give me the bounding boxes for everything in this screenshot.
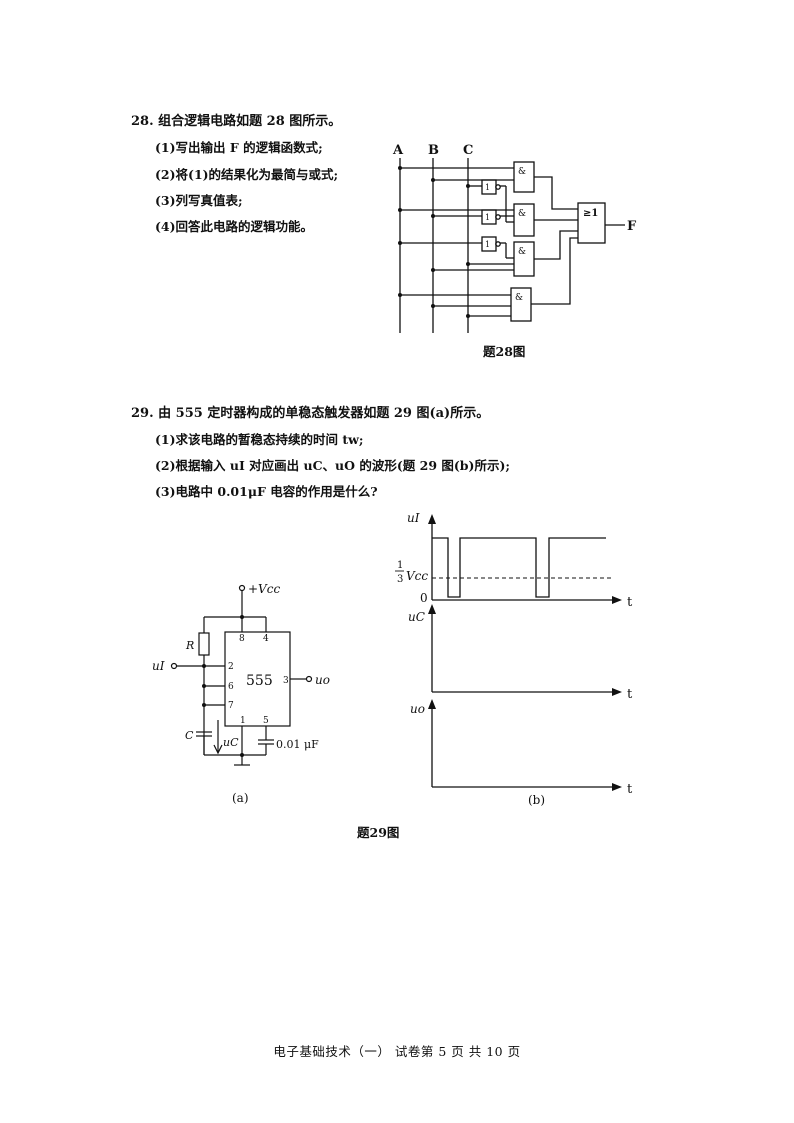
time-label-3: t bbox=[627, 782, 633, 797]
q29-item-2: (2)根据输入 uI 对应画出 uC、uO 的波形(题 29 图(b)所示); bbox=[155, 458, 510, 473]
input-label-a: A bbox=[392, 143, 404, 158]
uo-axis-label: uo bbox=[410, 702, 425, 716]
pin-1: 1 bbox=[240, 716, 246, 726]
pin-7: 7 bbox=[228, 701, 234, 711]
q28-item-3: (3)列写真值表; bbox=[155, 193, 243, 208]
not-gate-3-symbol: 1 bbox=[485, 240, 490, 249]
pin-5: 5 bbox=[263, 716, 269, 726]
q28-item-4: (4)回答此电路的逻辑功能。 bbox=[155, 219, 314, 234]
q29-item-1: (1)求该电路的暂稳态持续的时间 tw; bbox=[155, 432, 364, 447]
not-gate-2-symbol: 1 bbox=[485, 213, 490, 222]
q29-title: 29. 由 555 定时器构成的单稳态触发器如题 29 图(a)所示。 bbox=[131, 406, 490, 421]
pin-3: 3 bbox=[283, 676, 289, 686]
threshold-vcc-label: Vcc bbox=[406, 569, 428, 583]
input-terminal-label: uI bbox=[152, 659, 165, 673]
ui-axis-label: uI bbox=[407, 511, 420, 525]
pin-4: 4 bbox=[263, 634, 269, 644]
small-cap-label: 0.01 μF bbox=[276, 738, 319, 751]
or-gate-symbol: ≥1 bbox=[583, 208, 598, 219]
and-gate-3-symbol: & bbox=[518, 247, 526, 257]
output-terminal-label: uo bbox=[315, 673, 330, 687]
time-label-1: t bbox=[627, 595, 633, 610]
input-label-c: C bbox=[463, 143, 473, 158]
and-gate-2-symbol: & bbox=[518, 209, 526, 219]
pin-6: 6 bbox=[228, 682, 234, 692]
threshold-denominator: 3 bbox=[397, 574, 403, 585]
q29-caption: 题29图 bbox=[357, 825, 400, 840]
cap-voltage-label: uC bbox=[223, 736, 239, 749]
input-label-b: B bbox=[428, 143, 439, 158]
chip-label: 555 bbox=[246, 673, 273, 689]
time-label-2: t bbox=[627, 687, 633, 702]
q28-title: 28. 组合逻辑电路如题 28 图所示。 bbox=[131, 114, 342, 129]
pin-8: 8 bbox=[239, 634, 245, 644]
q29-item-3: (3)电路中 0.01μF 电容的作用是什么? bbox=[155, 484, 378, 499]
output-label-f: F bbox=[627, 219, 637, 234]
threshold-numerator: 1 bbox=[397, 560, 403, 571]
circuit-sub-label: (a) bbox=[232, 791, 249, 805]
waveform-sub-label: (b) bbox=[528, 793, 545, 807]
q28-item-2: (2)将(1)的结果化为最简与或式; bbox=[155, 167, 339, 182]
uc-axis-label: uC bbox=[408, 610, 425, 624]
capacitor-label: C bbox=[185, 729, 194, 742]
zero-label: 0 bbox=[420, 591, 428, 605]
and-gate-4-symbol: & bbox=[515, 293, 523, 303]
q28-caption: 题28图 bbox=[483, 344, 526, 359]
q28-item-1: (1)写出输出 F 的逻辑函数式; bbox=[155, 140, 323, 155]
and-gate-1-symbol: & bbox=[518, 167, 526, 177]
supply-label: +Vcc bbox=[248, 582, 280, 596]
page-footer: 电子基础技术（一） 试卷第 5 页 共 10 页 bbox=[273, 1044, 521, 1059]
not-gate-1-symbol: 1 bbox=[485, 183, 490, 192]
pin-2: 2 bbox=[228, 662, 234, 672]
resistor-label: R bbox=[185, 639, 194, 652]
